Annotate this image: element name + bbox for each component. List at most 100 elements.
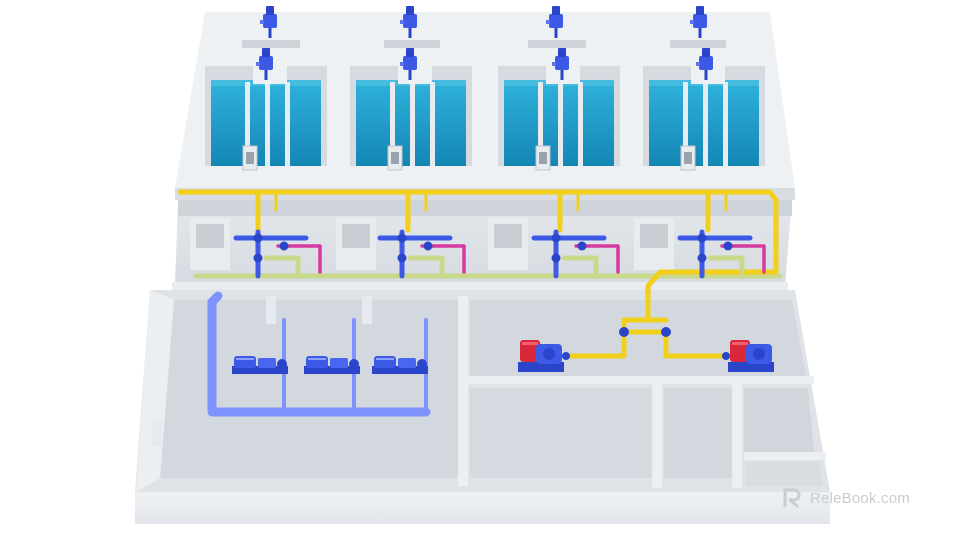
valve-icon xyxy=(253,233,263,243)
valve-icon xyxy=(423,241,433,251)
pump-head xyxy=(330,358,348,368)
dosing-pump-skid xyxy=(232,356,288,374)
tank-room-floor xyxy=(470,388,652,478)
mixer-motor xyxy=(406,48,414,57)
mixer-flange xyxy=(546,20,550,24)
tank-walkway xyxy=(398,66,432,84)
valve-icon xyxy=(562,352,570,360)
valve-icon xyxy=(722,352,730,360)
motor-highlight xyxy=(308,358,326,360)
mixer-body xyxy=(699,56,713,70)
outlet-slot xyxy=(684,152,692,164)
channel-divider xyxy=(703,82,708,166)
mixer-flange xyxy=(400,20,404,24)
housing-highlight xyxy=(732,342,748,345)
valve-icon xyxy=(397,233,407,243)
skid-base xyxy=(304,366,360,374)
mixer-shaft xyxy=(704,70,708,80)
pump-motor xyxy=(306,356,328,368)
blower-housing xyxy=(730,340,750,362)
mixer-body xyxy=(263,14,277,28)
blower-unit xyxy=(518,340,564,372)
mixer-icon xyxy=(690,6,707,38)
magenta-drain-pipe xyxy=(420,244,466,274)
magenta-drain-pipe xyxy=(574,244,620,274)
channel-divider xyxy=(285,82,290,166)
mixer-body xyxy=(403,56,417,70)
channel-divider xyxy=(558,82,563,166)
mixer-body xyxy=(555,56,569,70)
magenta-drain-pipe xyxy=(720,244,766,274)
blower-room-front-wall xyxy=(462,376,814,384)
lime-branch-pipe xyxy=(407,255,445,275)
valve-chamber-opening xyxy=(196,224,224,248)
ground-floor-front xyxy=(135,492,830,524)
motor-highlight xyxy=(236,358,254,360)
mixer-body xyxy=(693,14,707,28)
valve-icon xyxy=(697,253,707,263)
tank-walkway xyxy=(253,66,287,84)
mixer-body xyxy=(259,56,273,70)
channel-divider xyxy=(410,82,415,166)
channel-divider xyxy=(723,82,728,166)
suction-elbow-pipe xyxy=(207,291,223,307)
storage-room-divider xyxy=(732,384,742,488)
watermark: ReleBook.com xyxy=(782,486,910,510)
tank-walkway xyxy=(691,66,725,84)
blower-fan xyxy=(753,348,765,360)
valve-icon xyxy=(397,253,407,263)
pump-room-floor xyxy=(160,300,460,478)
mixer-motor xyxy=(552,6,560,15)
mixer-shaft xyxy=(268,28,272,38)
blower-base xyxy=(518,362,564,372)
pump-head xyxy=(258,358,276,368)
pump-outlet xyxy=(417,359,427,369)
yellow-air-header xyxy=(177,189,779,323)
valve-icon xyxy=(723,241,733,251)
storage-room-floor xyxy=(664,388,734,478)
mixer-flange xyxy=(696,62,700,66)
channel-divider xyxy=(265,82,270,166)
pipe-gallery-front-wall xyxy=(172,282,788,292)
valve-chamber-opening xyxy=(342,224,370,248)
blower-discharge-pipe xyxy=(565,329,731,359)
blower-fan xyxy=(543,348,555,360)
tank-room-divider xyxy=(652,384,662,488)
valve-icon xyxy=(551,233,561,243)
channel-divider xyxy=(245,82,250,166)
relebook-logo-icon xyxy=(783,488,801,508)
channel-divider xyxy=(390,82,395,166)
mixer-icon xyxy=(546,6,563,38)
channel-divider xyxy=(683,82,688,166)
channel-divider xyxy=(430,82,435,166)
channel-divider xyxy=(538,82,543,166)
left-room-divider xyxy=(458,296,468,486)
pipe-gallery-back-wall xyxy=(178,200,792,216)
mixer-icon xyxy=(696,48,713,80)
mixer-shaft xyxy=(264,70,268,80)
mixer-motor xyxy=(406,6,414,15)
blower-base xyxy=(728,362,774,372)
pump-motor xyxy=(234,356,256,368)
valve-icon xyxy=(661,327,671,337)
watermark-text: ReleBook.com xyxy=(810,489,910,507)
filter-tank xyxy=(498,66,620,171)
pilaster xyxy=(362,296,372,324)
blower-unit xyxy=(728,340,774,372)
outlet-slot xyxy=(539,152,547,164)
filter-building-roof xyxy=(175,12,795,188)
mixer-icon xyxy=(260,6,277,38)
mixer-flange xyxy=(690,20,694,24)
lime-branch-pipe xyxy=(561,255,599,275)
valve-icon xyxy=(551,253,561,263)
lime-branch-pipe xyxy=(707,255,745,275)
mixer-shaft xyxy=(554,28,558,38)
pump-head xyxy=(398,358,416,368)
valve-chambers xyxy=(190,218,674,270)
mixer-shaft xyxy=(560,70,564,80)
mixer-icon xyxy=(552,48,569,80)
valve-icon xyxy=(577,241,587,251)
mixer-body xyxy=(549,14,563,28)
valve-chamber-opening xyxy=(494,224,522,248)
